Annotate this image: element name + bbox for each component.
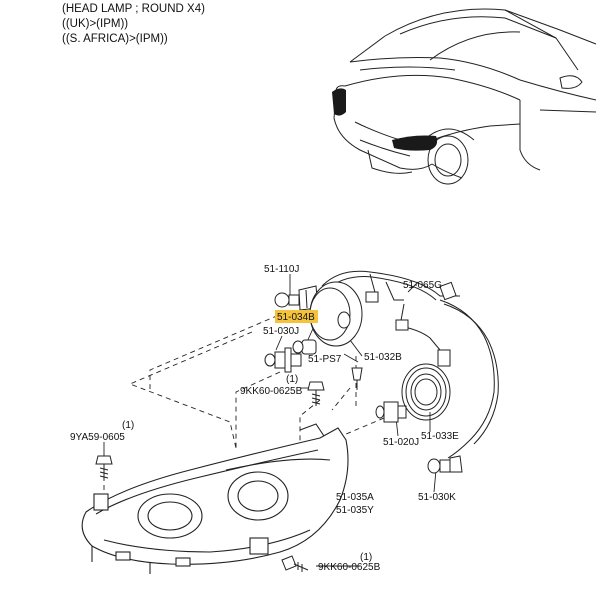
socket-51-020J (375, 401, 407, 423)
dashed-reference-lines (103, 311, 385, 490)
highlight-51-034B (275, 310, 318, 323)
headlamp-assembly-51-035A (81, 423, 349, 574)
bulb-51-030J (264, 347, 302, 373)
label-51-035Y: 51-035Y (336, 505, 374, 516)
dust-cover-51-032B (309, 281, 363, 347)
header-line-1: (HEAD LAMP ; ROUND X4) (62, 3, 205, 15)
qty-9KK60-lower: (1) (360, 552, 372, 563)
car-illustration (333, 8, 597, 185)
label-51-030K: 51-030K (418, 492, 456, 503)
header-line-3: ((S. AFRICA)>(IPM)) (62, 33, 168, 45)
label-9KK60-lower: 9KK60-0625B (318, 562, 381, 573)
car-headlamp-left (332, 88, 346, 116)
label-51-020J: 51-020J (383, 437, 419, 448)
label-9YA59-0605: 9YA59-0605 (70, 432, 125, 443)
harness-connectors (365, 281, 457, 367)
callout-labels: 51-110J 51-065G 51-034B 51-030J 51-PS7 5… (70, 264, 459, 573)
qty-9YA59: (1) (122, 420, 134, 431)
header-line-2: ((UK)>(IPM)) (62, 18, 129, 30)
qty-9KK60-upper: (1) (286, 374, 298, 385)
label-51-034B[interactable]: 51-034B (277, 312, 315, 323)
screw-9YA59-0605 (95, 455, 113, 480)
clip-51-PS7 (351, 367, 363, 390)
label-9KK60-upper: 9KK60-0625B (240, 386, 303, 397)
screw-9KK60-lower (281, 555, 309, 572)
cover-ring-51-033E (401, 363, 451, 421)
label-51-033E: 51-033E (421, 431, 459, 442)
bulb-51-034B (292, 339, 317, 355)
car-headlamp-right (392, 135, 438, 151)
label-51-032B: 51-032B (364, 352, 402, 363)
label-51-065G: 51-065G (403, 280, 442, 291)
label-51-110J: 51-110J (264, 264, 299, 275)
label-51-PS7: 51-PS7 (308, 354, 342, 365)
screw-9KK60-upper (307, 381, 325, 406)
bulb-51-030K (427, 455, 463, 474)
label-51-035A: 51-035A (336, 492, 374, 503)
label-51-030J: 51-030J (263, 326, 299, 337)
